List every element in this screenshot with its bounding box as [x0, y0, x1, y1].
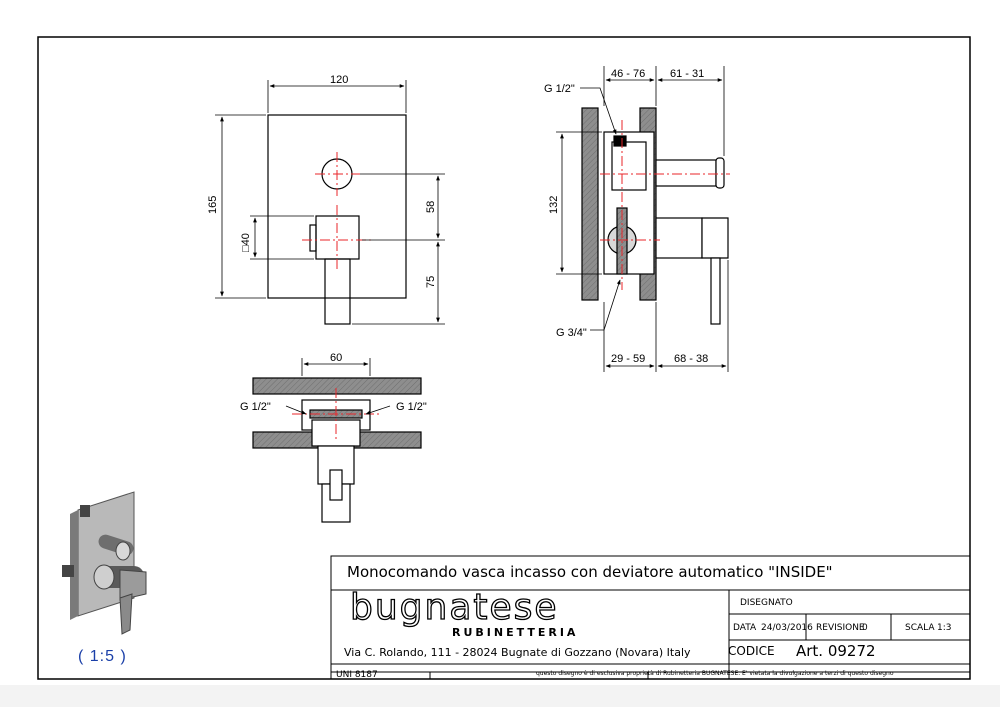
side-view [556, 66, 730, 372]
isometric-preview [62, 491, 147, 635]
side-dim-bottom-left: 29 - 59 [611, 353, 645, 365]
uni-label: UNI 8187 [336, 670, 378, 680]
side-dim-height: 132 [548, 196, 560, 214]
top-view [252, 358, 422, 523]
iso-scale-note: ( 1:5 ) [78, 648, 127, 665]
front-dim-upper: 58 [425, 201, 437, 213]
side-lever-handle [710, 257, 721, 325]
revisione-value: 0 [862, 623, 868, 633]
company-address: Via C. Rolando, 111 - 28024 Bugnate di G… [344, 646, 691, 659]
front-dim-height: 165 [207, 196, 219, 214]
side-thread-top: G 1/2" [544, 83, 575, 95]
cover-plate [267, 114, 407, 299]
title-block [330, 555, 971, 680]
data-label: DATA [733, 623, 757, 633]
company-logo: bugnatese [349, 587, 559, 628]
side-thread-bottom: G 3/4" [556, 327, 587, 339]
top-dim-width: 60 [330, 352, 342, 364]
top-thread-left: G 1/2" [240, 401, 271, 413]
front-dim-lower: 75 [425, 276, 437, 288]
scala-value: 1:3 [937, 623, 952, 633]
product-title: Monocomando vasca incasso con deviatore … [347, 563, 833, 581]
front-dim-width: 120 [330, 74, 348, 86]
codice-value: Art. 09272 [796, 642, 876, 660]
company-logo-sub: RUBINETTERIA [452, 626, 579, 639]
bottom-margin [0, 685, 1000, 707]
codice-label: CODICE [728, 644, 775, 658]
front-dim-square: □40 [240, 233, 252, 252]
top-thread-right: G 1/2" [396, 401, 427, 413]
data-value: 24/03/2016 [761, 623, 813, 633]
front-view [215, 80, 445, 325]
sheet-border [37, 36, 971, 680]
top-wall-section-upper [252, 377, 422, 395]
scala-label: SCALA [905, 623, 935, 633]
side-dim-top-right: 61 - 31 [670, 68, 704, 80]
disclaimer: questo disegno è di esclusiva proprietà … [536, 670, 894, 677]
disegnato-label: DISEGNATO [740, 598, 793, 608]
side-dim-bottom-right: 68 - 38 [674, 353, 708, 365]
revisione-label: REVISIONE [816, 623, 865, 633]
wall-section-left [581, 107, 599, 301]
side-dim-top-left: 46 - 76 [611, 68, 645, 80]
